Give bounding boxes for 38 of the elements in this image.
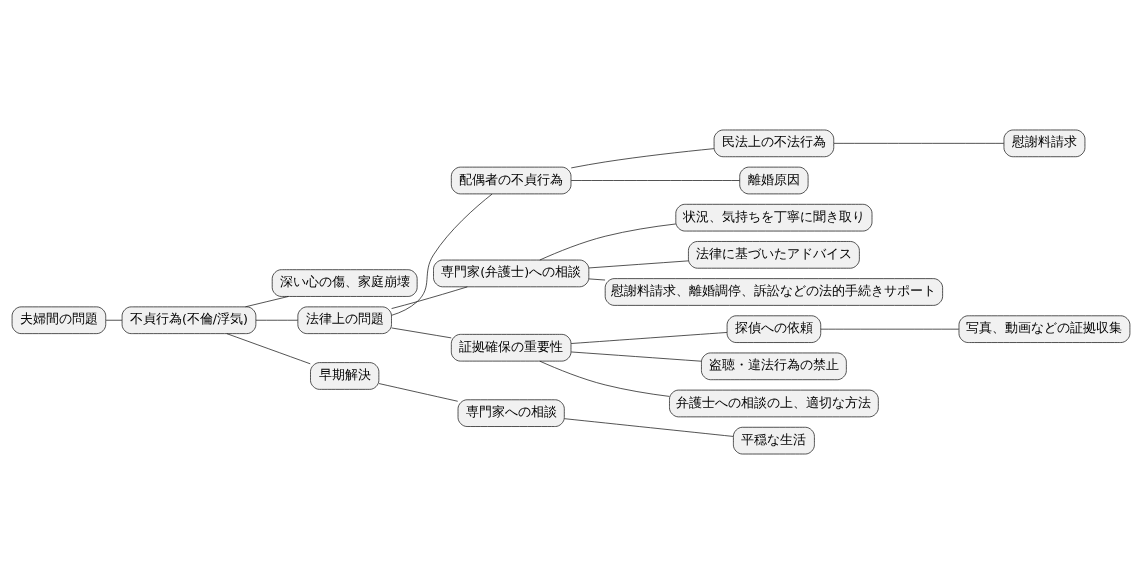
node-box: 離婚原因	[739, 166, 809, 194]
node-box: 専門家への相談	[457, 398, 565, 427]
connector	[255, 319, 299, 321]
node-box: 配偶者の不貞行為	[450, 166, 572, 194]
connector	[833, 142, 1005, 144]
node-box: 民法上の不法行為	[713, 129, 835, 157]
node-box: 証拠確保の重要性	[450, 333, 572, 361]
connector	[391, 286, 468, 309]
node-box: 専門家(弁護士)への相談	[433, 259, 590, 287]
connector	[378, 382, 459, 402]
connector	[564, 417, 734, 437]
connector	[539, 223, 677, 260]
connector	[539, 360, 670, 397]
connector	[391, 327, 452, 338]
connector	[226, 332, 311, 364]
connector	[588, 260, 689, 268]
connector	[245, 295, 289, 307]
node-box: 不貞行為(不倫/浮気)	[121, 306, 257, 334]
connector	[570, 351, 702, 362]
node-box: 早期解決	[310, 361, 380, 390]
connector	[391, 193, 493, 316]
node-box: 写真、動画などの証拠収集	[958, 314, 1131, 343]
connector	[570, 147, 715, 168]
node-box: 状況、気持ちを丁寧に聞き取り	[675, 203, 873, 231]
connector	[588, 278, 606, 280]
node-box: 慰謝料請求	[1003, 129, 1086, 157]
connector	[570, 179, 741, 181]
node-box: 平穏な生活	[733, 426, 815, 454]
connector	[570, 331, 728, 344]
node-box: 盗聴・違法行為の禁止	[701, 352, 847, 380]
node-box: 弁護士への相談の上、適切な方法	[669, 389, 879, 417]
node-box: 法律に基づいたアドバイス	[688, 240, 860, 269]
node-box: 夫婦間の問題	[11, 306, 107, 334]
node-box: 深い心の傷、家庭崩壊	[271, 268, 418, 297]
node-box: 探偵への依頼	[726, 314, 822, 343]
node-box: 法律上の問題	[297, 306, 392, 334]
connector	[105, 319, 123, 321]
node-box: 慰謝料請求、離婚調停、訴訟などの法的手続きサポート	[604, 277, 943, 306]
